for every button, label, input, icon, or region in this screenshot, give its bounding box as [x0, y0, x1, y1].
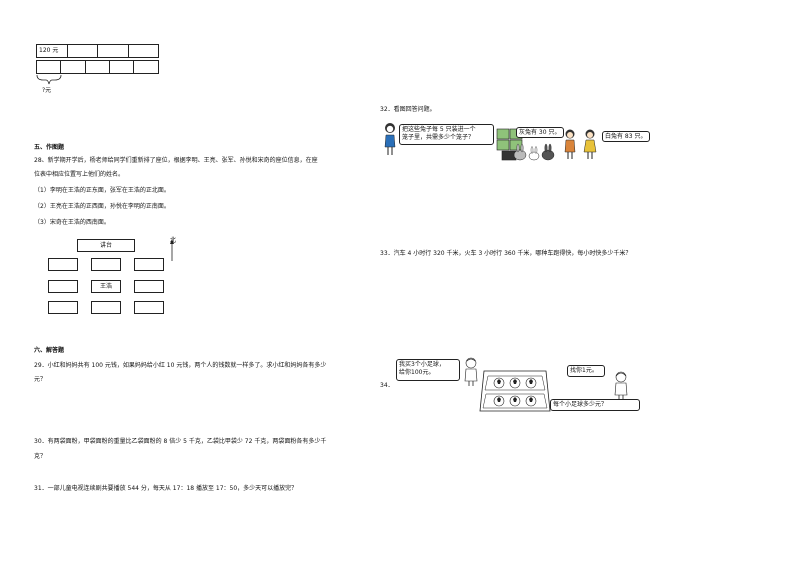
kids-figures-icon	[564, 129, 597, 159]
center-seat-label: 王浩	[99, 283, 112, 290]
boy-figure-icon	[464, 357, 478, 386]
q34-bubble-question: 每个小足球多少元？	[550, 399, 640, 411]
bar-bottom-cell	[109, 60, 134, 74]
bar-top-cell	[97, 44, 129, 58]
q34-bubble-buy: 我买3个小足球， 给你100元。	[396, 359, 460, 381]
q32-bubble-cages-line1: 把这些兔子每 5 只装进一个	[402, 126, 476, 133]
q30-text-line1: 30．有两袋面粉，甲袋面粉的重量比乙袋面粉的 8 倍少 5 千克，乙袋比甲袋少 …	[34, 438, 327, 445]
podium-label: 讲台	[99, 242, 112, 249]
podium-box: 讲台	[77, 239, 135, 252]
q32-bubble-white-rabbits: 白兔有 83 只。	[602, 131, 650, 142]
q34-bubble-buy-line2: 给你100元。	[399, 369, 435, 376]
bar-bottom-cell	[36, 60, 61, 74]
seat-center: 王浩	[91, 280, 121, 293]
q32-bubble-cages-line2: 笼子里，共需多少个笼子？	[402, 134, 475, 141]
bar-top-cell	[128, 44, 159, 58]
north-arrow-icon	[170, 239, 174, 261]
bar-bottom-cell	[85, 60, 110, 74]
seat-e	[134, 280, 164, 293]
seat-n	[91, 258, 121, 271]
bar-top-cell	[67, 44, 98, 58]
seat-nw	[48, 258, 78, 271]
q28-clue-3: （3）宋奇在王浩的西南面。	[34, 219, 110, 226]
q34-bubble-buy-line1: 我买3个小足球，	[399, 361, 445, 368]
q28-text-line1: 28、新学期开学后，杨老师给同学们重新排了座位，根据李明、王亮、张军、孙悦和宋奇…	[34, 157, 318, 164]
seat-w	[48, 280, 78, 293]
seat-sw	[48, 301, 78, 314]
q29-text-line2: 元？	[34, 376, 47, 383]
q32-bubble-white-text: 白兔有 83 只。	[605, 133, 647, 140]
q32-bubble-cages: 把这些兔子每 5 只装进一个 笼子里，共需多少个笼子？	[399, 124, 494, 145]
q32-text: 32．看图回答问题。	[380, 106, 436, 113]
q34-bubble-change: 找你1元。	[567, 365, 605, 377]
q33-text: 33．汽车 4 小时行 320 千米，火车 3 小时行 360 千米，哪种车跑得…	[380, 250, 632, 257]
q28-text-line2: 位表中相应位置写上他们的姓名。	[34, 171, 125, 178]
q34-bubble-change-text: 找你1元。	[570, 367, 598, 374]
q32-bubble-gray-rabbits: 灰兔有 30 只。	[516, 127, 564, 138]
q28-clue-2: （2）王亮在王浩的正西面，孙悦在李明的正南面。	[34, 203, 170, 210]
q32-bubble-gray-text: 灰兔有 30 只。	[519, 129, 561, 136]
q29-text-line1: 29．小红和妈妈共有 100 元钱，如果妈妈给小红 10 元钱，两个人的钱数就一…	[34, 362, 327, 369]
q30-text-line2: 克？	[34, 453, 47, 460]
seat-ne	[134, 258, 164, 271]
seat-s	[91, 301, 121, 314]
q31-text: 31．一部儿童电视连续剧共要播放 544 分，每天从 17：18 播放至 17：…	[34, 485, 298, 492]
bar-bottom-cell	[133, 60, 159, 74]
rabbits-icon	[513, 143, 555, 161]
girl-figure-icon	[384, 123, 396, 155]
bar-bottom-cell	[60, 60, 86, 74]
section6-heading: 六、解答题	[34, 347, 65, 354]
shopkeeper-figure-icon	[614, 371, 628, 400]
q28-clue-1: （1）李明在王浩的正东面，张军在王浩的正北面。	[34, 187, 170, 194]
north-label: 北	[170, 237, 177, 244]
q34-label: 34．	[380, 382, 394, 389]
bar-bottom-value: ?元	[42, 87, 52, 94]
bar-top-value: 120 元	[39, 47, 59, 54]
seat-se	[134, 301, 164, 314]
section5-heading: 五、作图题	[34, 144, 65, 151]
q34-bubble-question-text: 每个小足球多少元？	[553, 401, 608, 408]
bar-bottom-brace	[36, 74, 62, 85]
shop-counter-icon	[479, 370, 551, 412]
